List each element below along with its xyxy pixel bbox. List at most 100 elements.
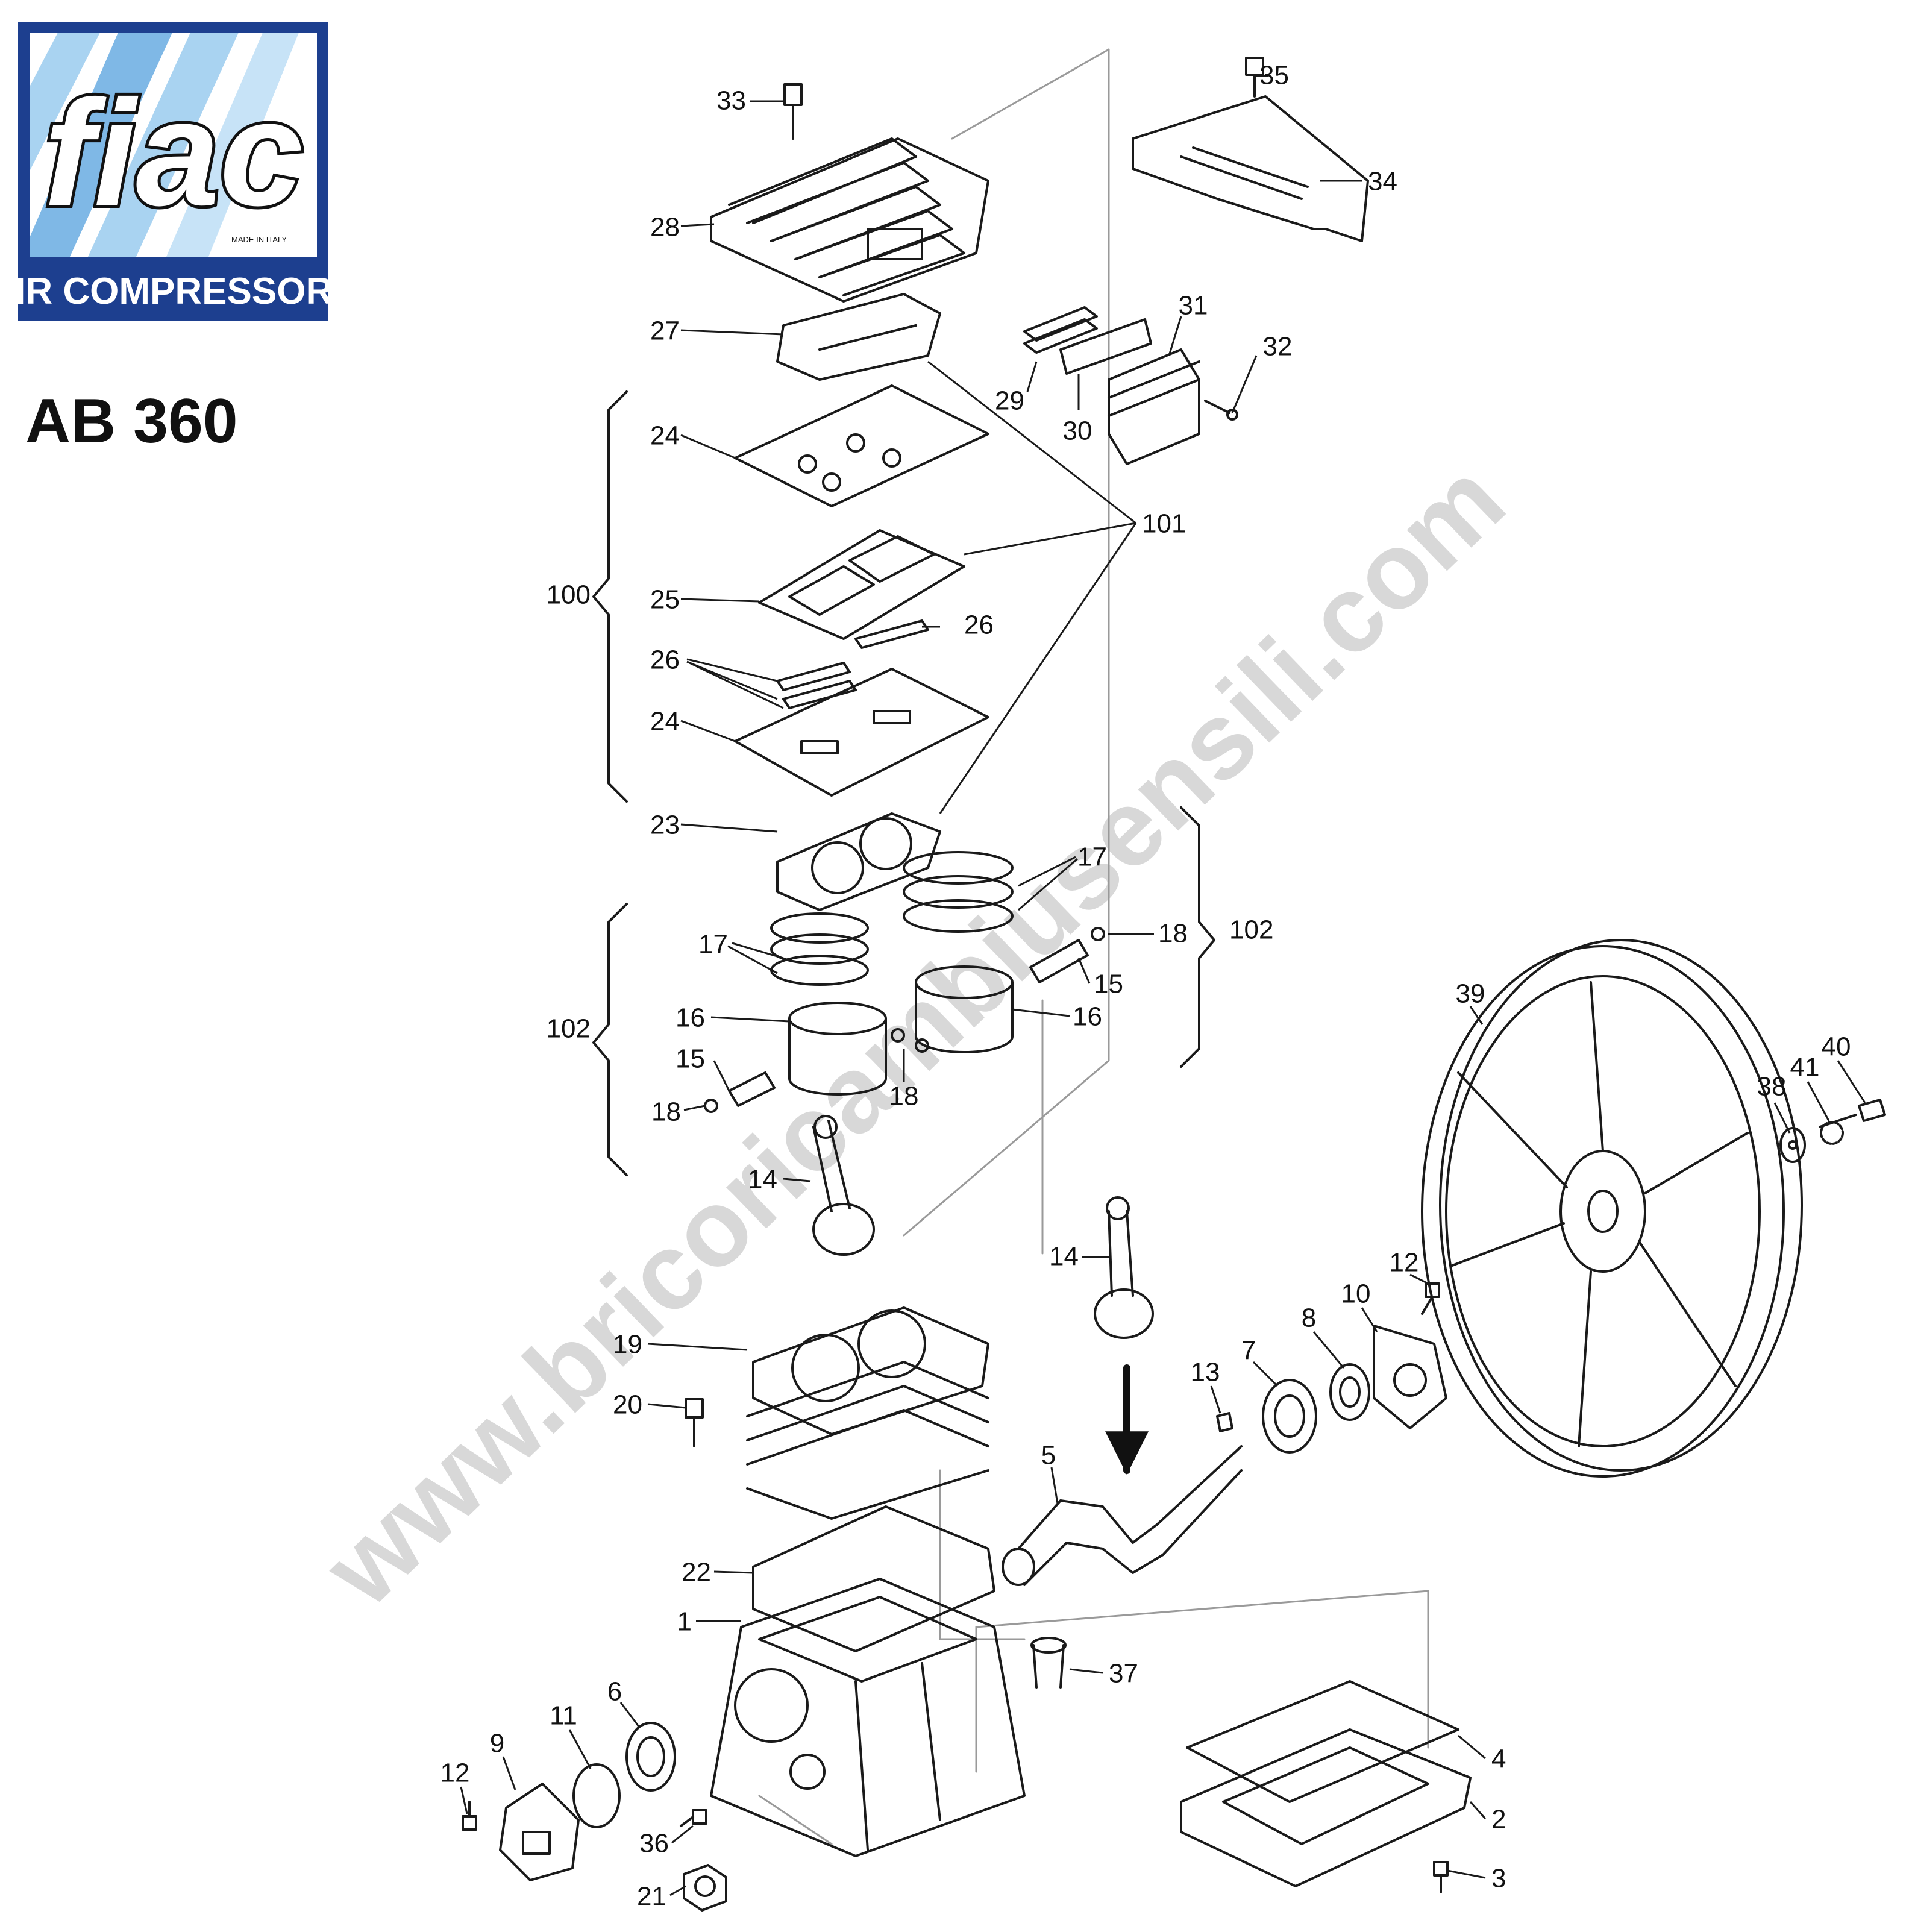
callout-9: 9 [490, 1729, 504, 1758]
callout-20: 20 [613, 1390, 642, 1420]
leader-line-extra [686, 660, 784, 709]
part-24-valve-plate-lower [734, 668, 989, 797]
callout-14: 14 [1049, 1242, 1079, 1272]
callout-14: 14 [748, 1165, 777, 1194]
part-6-bearing-left [625, 1722, 676, 1792]
logo-brand: fiac [44, 69, 304, 237]
leader-line-7 [1252, 1361, 1279, 1387]
callout-30: 30 [1063, 416, 1092, 446]
leader-line-26 [686, 658, 778, 682]
callout-36: 36 [639, 1829, 669, 1858]
callout-16: 16 [676, 1003, 705, 1033]
part-23-cylinder-gasket [776, 812, 941, 911]
leader-line-17 [1018, 856, 1076, 887]
part-21-drain-plug [683, 1864, 727, 1912]
leader-line-13 [1210, 1385, 1221, 1414]
part-33-head-bolt [783, 83, 803, 140]
callout-100: 100 [547, 580, 591, 610]
callout-102: 102 [1229, 915, 1273, 945]
callout-5: 5 [1041, 1441, 1056, 1470]
leader-line-extra [686, 660, 778, 700]
part-37-oil-filler-plug [1030, 1637, 1067, 1689]
leader-line-22 [713, 1570, 754, 1574]
callout-33: 33 [716, 86, 746, 116]
leader-line-10 [1361, 1307, 1378, 1332]
leader-line-extra [727, 945, 778, 974]
leader-line-20 [647, 1403, 686, 1409]
callout-18: 18 [1158, 919, 1188, 949]
part-36-screw [680, 1809, 707, 1827]
callout-15: 15 [676, 1044, 705, 1074]
callout-26: 26 [650, 645, 680, 675]
bracket-102-right [1180, 806, 1215, 1068]
leader-line-29 [1026, 361, 1038, 392]
callout-39: 39 [1456, 979, 1485, 1009]
leader-line-extra [939, 522, 1137, 814]
part-22-base-gasket [752, 1505, 995, 1652]
part-29-valve-reed [1023, 306, 1098, 354]
callout-102: 102 [547, 1014, 591, 1044]
leader-lines [460, 75, 1866, 1896]
leader-line-19 [647, 1343, 748, 1351]
part-38-washer [1779, 1127, 1806, 1163]
part-13-key [1216, 1412, 1233, 1432]
leader-line-39 [1469, 1006, 1484, 1025]
part-15-piston-pins [728, 939, 1089, 1107]
bracket-100 [592, 390, 628, 803]
part-14-connecting-rod-right [1094, 1196, 1154, 1339]
callout-38: 38 [1757, 1072, 1787, 1102]
callout-31: 31 [1179, 291, 1208, 321]
part-20-bolt [685, 1398, 704, 1447]
part-9-bearing-cover-left [499, 1783, 580, 1881]
callout-26: 26 [964, 610, 994, 640]
leader-line-40 [1837, 1060, 1866, 1103]
leader-line-25 [680, 598, 760, 603]
callout-21: 21 [637, 1882, 666, 1912]
callout-18: 18 [889, 1082, 919, 1111]
callout-13: 13 [1191, 1358, 1220, 1387]
callout-3: 3 [1491, 1864, 1506, 1893]
callout-24: 24 [650, 421, 680, 451]
part-4-oil-pan-gasket [1186, 1680, 1459, 1803]
leader-line-37 [1069, 1668, 1103, 1674]
callout-29: 29 [995, 386, 1024, 416]
model-title: AB 360 [25, 386, 238, 456]
leader-line-16 [710, 1016, 790, 1023]
part-30-valve-seat [1059, 318, 1152, 375]
part-1-crankcase [710, 1578, 1026, 1857]
callout-4: 4 [1491, 1745, 1506, 1774]
leader-line-5 [1050, 1467, 1059, 1504]
logo-made-in: MADE IN ITALY [231, 235, 287, 244]
leader-line-6 [619, 1702, 640, 1727]
callout-17: 17 [1077, 842, 1107, 872]
callout-18: 18 [651, 1097, 681, 1127]
leader-line-11 [568, 1729, 592, 1769]
part-31-valve-cage [1108, 348, 1200, 465]
part-27-head-gasket [776, 293, 941, 381]
callout-12: 12 [1390, 1248, 1419, 1278]
callout-25: 25 [650, 585, 680, 615]
logo-tagline: AIR COMPRESSORS [16, 271, 330, 312]
leader-line-12 [460, 1786, 468, 1814]
callout-32: 32 [1263, 332, 1293, 362]
leader-line-4 [1458, 1734, 1486, 1760]
leader-line-extra [927, 360, 1136, 524]
callout-24: 24 [650, 707, 680, 736]
part-26-reed-valves [776, 619, 929, 709]
leader-line-31 [1168, 316, 1182, 356]
part-10-bearing-cover-right [1373, 1325, 1447, 1429]
callout-7: 7 [1241, 1336, 1256, 1366]
callout-19: 19 [613, 1330, 642, 1360]
callout-16: 16 [1073, 1002, 1102, 1032]
leader-line-24 [680, 434, 736, 459]
part-8-oil-seal [1329, 1363, 1370, 1421]
callout-15: 15 [1094, 970, 1123, 999]
leader-line-36 [671, 1825, 694, 1844]
callout-23: 23 [650, 811, 680, 840]
leader-line-12 [1409, 1273, 1429, 1285]
leader-line-41 [1807, 1081, 1830, 1121]
callout-8: 8 [1302, 1303, 1316, 1333]
callout-22: 22 [682, 1558, 711, 1587]
